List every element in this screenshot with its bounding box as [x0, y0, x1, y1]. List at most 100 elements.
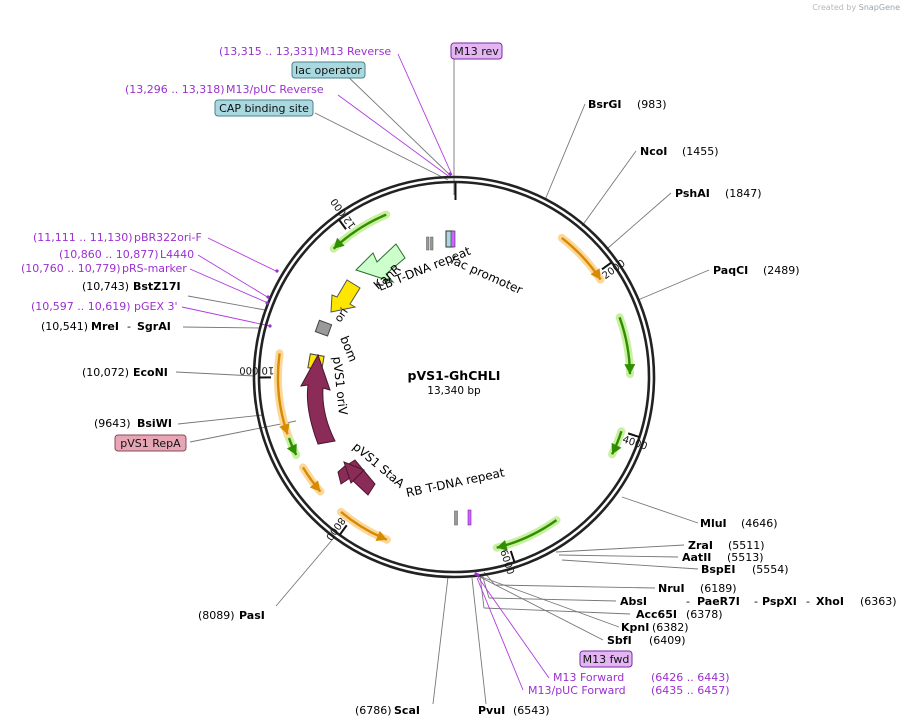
primer-position: (6426 .. 6443)	[651, 671, 730, 684]
enzyme-name: PspXI	[762, 595, 797, 608]
enzyme-site-multi[interactable]: AbsI-PaeR7I-PspXI-XhoI(6363)	[620, 595, 897, 608]
pvs1-repa-box-bg	[114, 434, 187, 452]
enzyme-site[interactable]: PvuI(6543)	[478, 704, 550, 717]
tick-mark	[338, 218, 347, 230]
tick-mark	[627, 432, 640, 439]
enzyme-name: PaeR7I	[697, 595, 740, 608]
enzyme-site[interactable]: ZraI (5511)	[688, 539, 765, 552]
m13-rev-marker	[450, 230, 456, 248]
enzyme-name: NruI	[658, 582, 685, 595]
enzyme-site[interactable]: BspEI(5554)	[701, 563, 789, 576]
enzyme-site[interactable]: (8089) PasI	[198, 609, 265, 622]
green-feature-arrowhead	[624, 364, 636, 375]
primer-position: (10,597 .. 10,619)	[31, 300, 131, 313]
enzyme-site[interactable]: PaqCI (2489)	[713, 264, 800, 277]
enzyme-position: (5513)	[727, 551, 764, 564]
primer-site[interactable]: M13 Forward (6426 .. 6443)	[553, 671, 730, 684]
enzyme-name: EcoNI	[133, 366, 168, 379]
enzyme-text: -	[686, 595, 690, 608]
primer-site[interactable]: M13/pUC Forward(6435 .. 6457)	[528, 684, 730, 697]
lac-operator-box-label: lac operator	[295, 64, 362, 77]
enzyme-site[interactable]: (10,743) BstZ17I	[82, 280, 181, 293]
enzyme-name: PasI	[239, 609, 265, 622]
primer-site[interactable]: (11,111 .. 11,130)pBR322ori-F	[33, 231, 202, 244]
primer-name: L4440	[160, 248, 194, 261]
primer-position: (6435 .. 6457)	[651, 684, 730, 697]
m13-fwd-box[interactable]: M13 fwd	[579, 650, 633, 668]
enzyme-site[interactable]: NcoI (1455)	[640, 145, 719, 158]
m13-rev-box[interactable]: M13 rev	[450, 42, 503, 60]
green-feature-arrowhead	[333, 237, 345, 249]
enzyme-site[interactable]: (6786)ScaI	[355, 704, 420, 717]
m13-rev-box-bg	[450, 42, 503, 60]
primer-site[interactable]: (10,860 .. 10,877)L4440	[59, 248, 194, 261]
enzyme-site[interactable]: (10,072)EcoNI	[82, 366, 168, 379]
lac-operator-box[interactable]: lac operator	[291, 61, 366, 79]
enzyme-name: Acc65I	[636, 608, 677, 621]
enzyme-site[interactable]: PshAI(1847)	[675, 187, 762, 200]
enzyme-position: (5511)	[728, 539, 765, 552]
primer-name: pRS-marker	[122, 262, 187, 275]
enzyme-site[interactable]: (9643) BsiWI	[94, 417, 172, 430]
enzyme-position: (2489)	[763, 264, 800, 277]
m13-fwd-box-label: M13 fwd	[583, 653, 630, 666]
enzyme-text: -	[127, 320, 131, 333]
enzyme-name: NcoI	[640, 145, 667, 158]
enzyme-name: BstZ17I	[133, 280, 181, 293]
primer-name: M13 Forward	[553, 671, 624, 684]
cap-binding-box[interactable]: CAP binding site	[214, 99, 314, 117]
snapgene-watermark: Created by SnapGene	[812, 3, 900, 12]
enzyme-position: (9643)	[94, 417, 131, 430]
primer-site-dot	[266, 295, 270, 299]
primer-site[interactable]: (13,315 .. 13,331)M13 Reverse	[219, 45, 391, 58]
primer-site[interactable]: (10,597 .. 10,619)pGEX 3'	[31, 300, 178, 313]
enzyme-position: (4646)	[741, 517, 778, 530]
pvs1-repa-box-label: pVS1 RepA	[120, 437, 181, 450]
lb-repeat-marker	[426, 236, 430, 251]
enzyme-site[interactable]: KpnI(6382)	[621, 621, 689, 634]
enzyme-name: PaqCI	[713, 264, 748, 277]
enzyme-name: BsiWI	[137, 417, 172, 430]
tick-mark	[601, 261, 613, 271]
primer-site-dot	[268, 324, 272, 328]
green-feature-arrowhead	[496, 539, 508, 551]
primer-site[interactable]: (10,760 .. 10,779)pRS-marker	[21, 262, 187, 275]
enzyme-position: (983)	[637, 98, 667, 111]
enzyme-site[interactable]: SbfI(6409)	[607, 634, 686, 647]
primer-site-dot	[275, 269, 279, 273]
kanr-arrow	[355, 243, 406, 284]
enzyme-name: BsrGI	[588, 98, 621, 111]
enzyme-position: (6543)	[513, 704, 550, 717]
m13-fwd-box-bg	[579, 650, 633, 668]
bom-feature	[314, 319, 333, 337]
primer-site[interactable]: (13,296 .. 13,318)M13/pUC Reverse	[125, 83, 324, 96]
cap-binding-box-label: CAP binding site	[219, 102, 309, 115]
pvs1-oriv-label: pVS1 oriV	[330, 356, 350, 417]
enzyme-position: (10,743)	[82, 280, 129, 293]
enzyme-position: (8089)	[198, 609, 235, 622]
enzyme-name: SbfI	[607, 634, 632, 647]
enzyme-name: AatII	[682, 551, 711, 564]
green-feature-arrowhead	[611, 442, 622, 455]
enzyme-site[interactable]: Acc65I(6378)	[636, 608, 723, 621]
enzyme-site[interactable]: BsrGI (983)	[588, 98, 667, 111]
enzyme-position: (1455)	[682, 145, 719, 158]
enzyme-name: ZraI	[688, 539, 713, 552]
pvs1-repa-box[interactable]: pVS1 RepA	[114, 434, 187, 452]
primer-site-dot	[448, 172, 452, 176]
primer-name: M13/pUC Reverse	[226, 83, 324, 96]
tick-mark	[338, 524, 348, 536]
enzyme-site-multi[interactable]: (10,541)MreI-SgrAI	[41, 320, 171, 333]
enzyme-site[interactable]: MluI(4646)	[700, 517, 778, 530]
enzyme-text: -	[806, 595, 810, 608]
m13-fwd-marker	[467, 509, 472, 526]
enzyme-text: -	[754, 595, 758, 608]
enzyme-name: XhoI	[816, 595, 844, 608]
lac-operator-box-bg	[291, 61, 366, 79]
enzyme-position: (10,541)	[41, 320, 88, 333]
primer-position: (11,111 .. 11,130)	[33, 231, 133, 244]
enzyme-site[interactable]: NruI(6189)	[658, 582, 737, 595]
enzyme-site[interactable]: AatII (5513)	[682, 551, 764, 564]
primer-position: (13,296 .. 13,318)	[125, 83, 225, 96]
